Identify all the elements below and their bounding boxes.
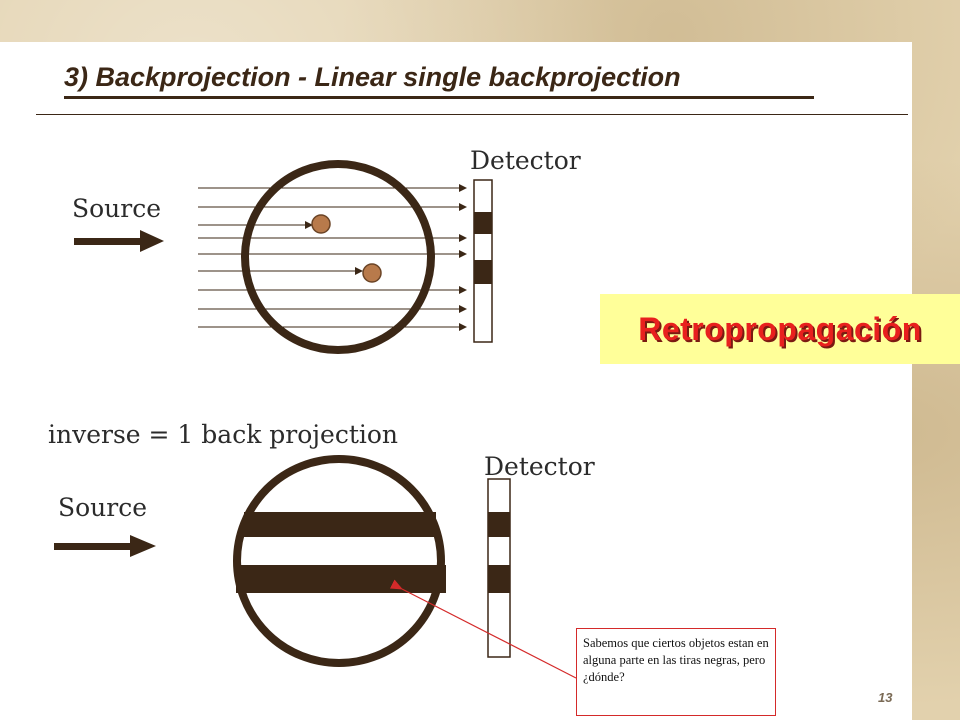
slide-title: 3) Backprojection - Linear single backpr… xyxy=(64,62,681,92)
slide-panel xyxy=(0,42,912,720)
object-dot-lower xyxy=(362,263,382,283)
detector-band xyxy=(488,565,510,593)
highlight-text: Retropropagación xyxy=(638,310,922,347)
backprojection-strip-upper xyxy=(244,512,436,537)
title-underline xyxy=(64,96,814,99)
source-label-top: Source xyxy=(72,194,162,223)
source-label-bottom: Source xyxy=(58,493,148,522)
page-number: 13 xyxy=(878,690,893,705)
annotation-pointer-arrow xyxy=(389,579,577,679)
top-source-arrow xyxy=(74,230,164,252)
detector-band xyxy=(488,512,510,537)
bottom-object-circle xyxy=(233,455,445,667)
top-detector xyxy=(473,179,493,343)
top-object-circle xyxy=(241,160,435,354)
annotation-note: Sabemos que ciertos objetos estan en alg… xyxy=(576,628,776,716)
backprojection-strip-lower xyxy=(236,565,446,593)
detector-label-top: Detector xyxy=(470,146,581,175)
detector-band xyxy=(474,260,492,284)
bottom-detector xyxy=(487,478,511,658)
object-dot-upper xyxy=(311,214,331,234)
highlight-callout: Retropropagación xyxy=(600,294,960,364)
top-rays xyxy=(198,184,467,331)
title-divider xyxy=(36,114,908,115)
inverse-caption: inverse = 1 back projection xyxy=(48,420,399,449)
bottom-source-arrow xyxy=(54,535,156,557)
detector-label-bottom: Detector xyxy=(484,452,595,481)
detector-band xyxy=(474,212,492,234)
